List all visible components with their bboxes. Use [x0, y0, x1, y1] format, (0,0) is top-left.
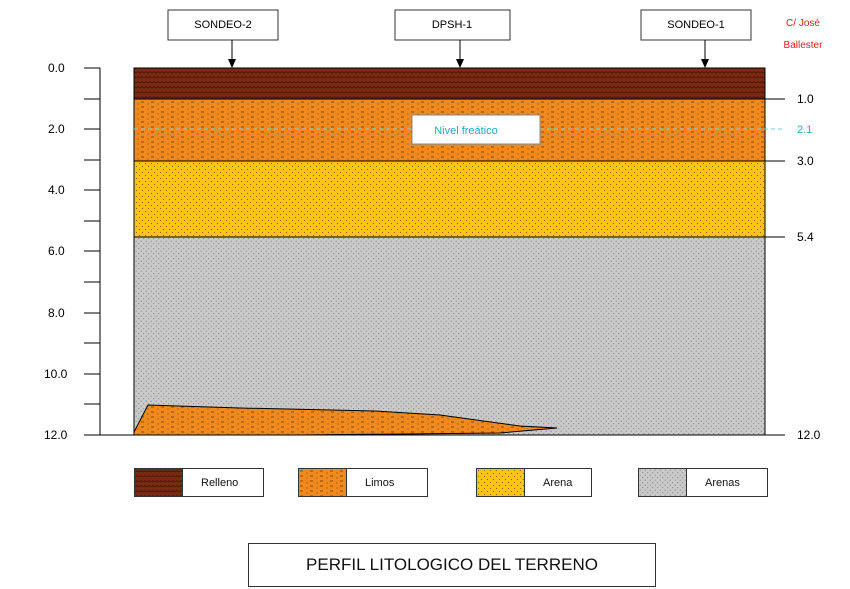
- layer-depth-markers: 1.0 2.1 3.0 5.4 12.0: [765, 92, 821, 442]
- layer-depth-label: 12.0: [797, 428, 821, 442]
- depth-axis: 0.0 2.0 4.0 6.0 8.0 10.0 12.0: [44, 61, 134, 442]
- layer-relleno: [134, 68, 765, 99]
- diagram-title: PERFIL LITOLOGICO DEL TERRENO: [248, 543, 656, 587]
- borehole-label: SONDEO-1: [667, 19, 724, 31]
- legend-item-arena: Arena: [476, 468, 592, 497]
- legend-swatch-arenas: [639, 469, 687, 496]
- water-table-depth-label: 2.1: [797, 124, 812, 136]
- borehole-dpsh-1: DPSH-1: [394, 9, 511, 68]
- layer-depth-label: 1.0: [797, 92, 814, 106]
- arrow-down-icon: [228, 59, 236, 68]
- depth-tick-label: 2.0: [48, 122, 65, 136]
- legend-swatch-relleno: [135, 469, 183, 496]
- legend-label: Limos: [365, 476, 395, 489]
- borehole-sondeo-1: SONDEO-1: [640, 9, 752, 68]
- layer-depth-label: 5.4: [797, 230, 814, 244]
- legend-item-arenas: Arenas: [638, 468, 768, 497]
- layer-arenas: [134, 237, 765, 435]
- legend-swatch-arena: [477, 469, 525, 496]
- depth-tick-label: 4.0: [48, 183, 65, 197]
- street-label-line2: Ballester: [784, 40, 824, 51]
- legend-item-limos: Limos: [298, 468, 428, 497]
- legend-label: Arena: [543, 476, 573, 489]
- legend-label: Relleno: [201, 476, 239, 489]
- borehole-label: DPSH-1: [432, 19, 472, 31]
- legend-swatch-limos: [299, 469, 347, 496]
- layer-arena: [134, 161, 765, 237]
- borehole-sondeo-2: SONDEO-2: [167, 9, 279, 68]
- street-label-line1: C/ José: [786, 18, 820, 29]
- water-table-label: Nivel freático: [434, 125, 498, 137]
- borehole-label: SONDEO-2: [194, 19, 251, 31]
- depth-tick-label: 8.0: [48, 306, 65, 320]
- arrow-down-icon: [456, 59, 464, 68]
- legend-label: Arenas: [705, 476, 740, 489]
- layer-depth-label: 3.0: [797, 154, 814, 168]
- depth-tick-label: 12.0: [44, 428, 68, 442]
- depth-tick-label: 6.0: [48, 244, 65, 258]
- legend-item-relleno: Relleno: [134, 468, 264, 497]
- arrow-down-icon: [701, 59, 709, 68]
- depth-tick-label: 10.0: [44, 367, 68, 381]
- depth-tick-label: 0.0: [48, 61, 65, 75]
